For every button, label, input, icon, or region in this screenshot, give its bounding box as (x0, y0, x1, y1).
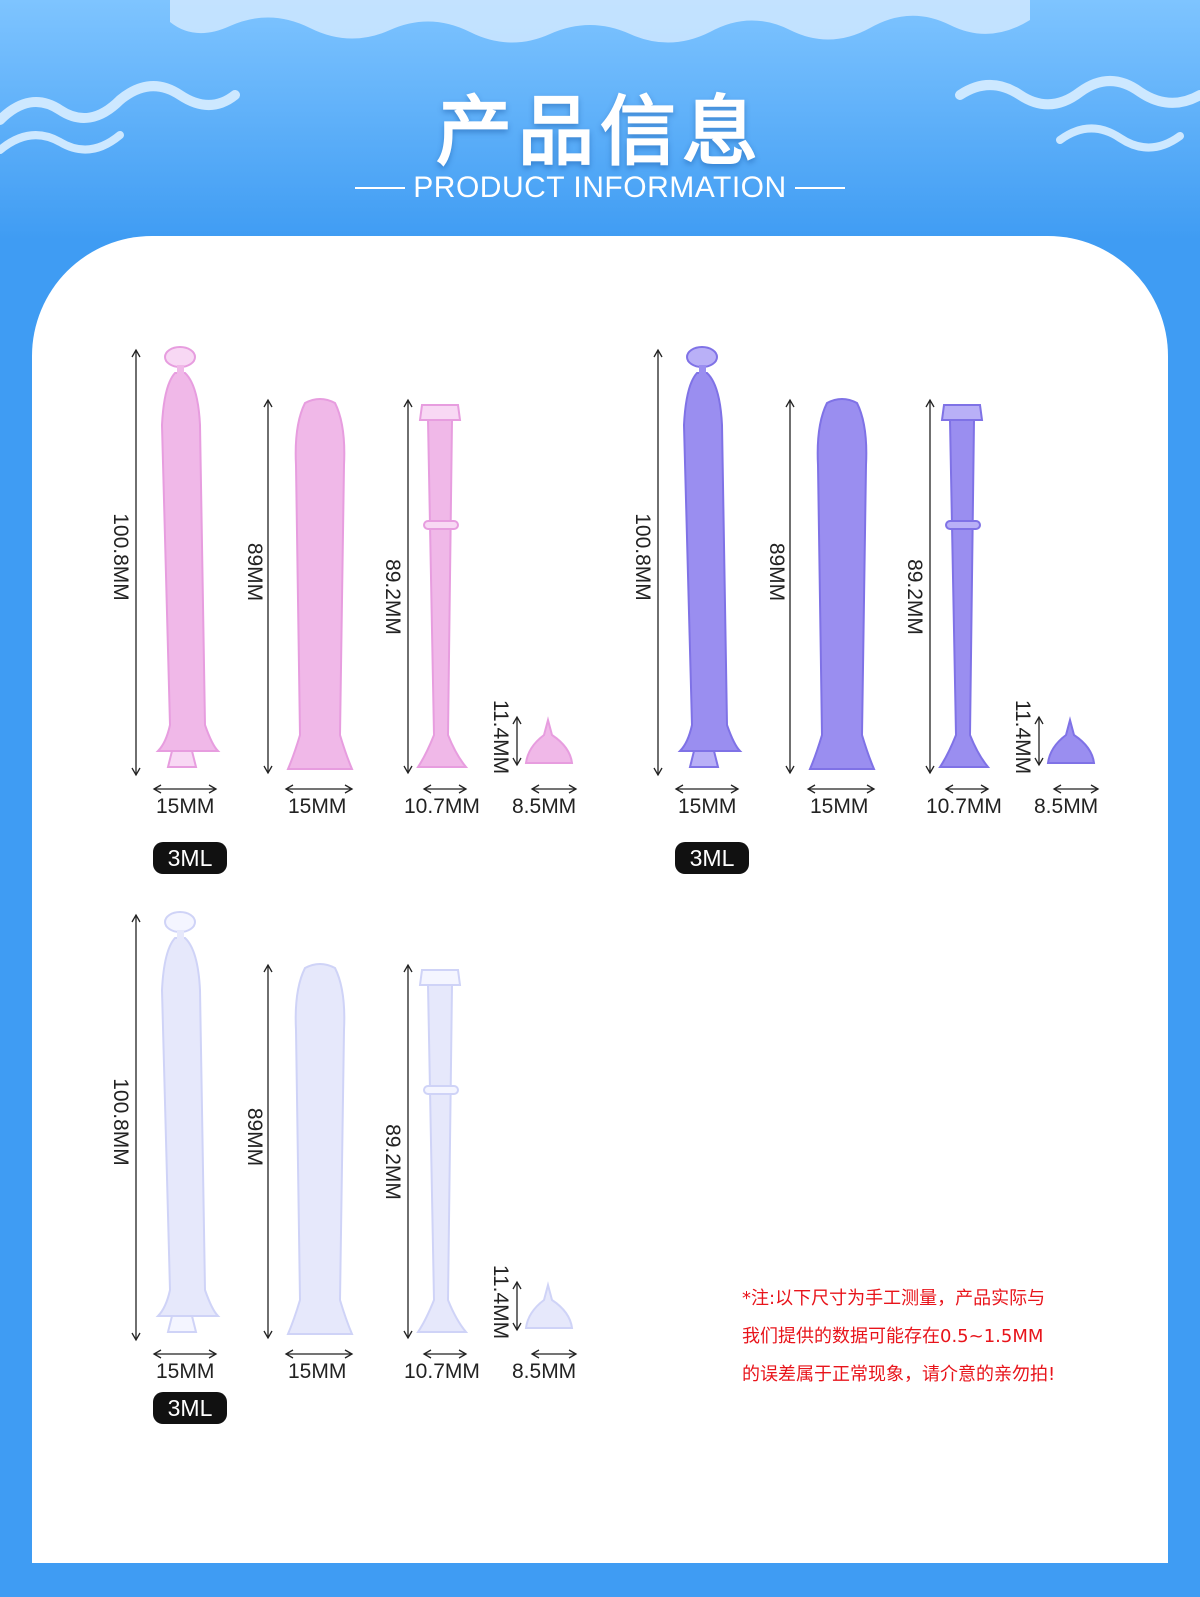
width-label: 8.5MM (512, 1360, 577, 1383)
applicator-base (688, 750, 720, 768)
width-label: 8.5MM (512, 795, 577, 818)
height-label: 100.8MM (631, 513, 654, 601)
product-illustration (131, 346, 578, 794)
plunger-ring (423, 1085, 459, 1095)
height-label: 11.4MM (489, 1264, 512, 1340)
small-cap (524, 1281, 574, 1329)
applicator-base (166, 1315, 198, 1333)
applicator-barrel (286, 398, 354, 770)
header-banner: 产品信息 PRODUCT INFORMATION (0, 0, 1200, 240)
plunger-head (418, 969, 462, 986)
height-label: 100.8MM (109, 513, 132, 601)
plunger-head (940, 404, 984, 421)
applicator-long (155, 937, 221, 1317)
height-label: 11.4MM (489, 699, 512, 775)
capacity-badge: 3ML (675, 842, 749, 874)
applicator-cap (164, 346, 196, 368)
note-line-3: 的误差属于正常现象，请介意的亲勿拍! (742, 1364, 1056, 1385)
content-panel (32, 236, 1168, 1563)
applicator-long (155, 372, 221, 752)
height-label: 89MM (243, 542, 266, 602)
width-label: 15MM (156, 795, 215, 818)
product-illustration (131, 911, 578, 1359)
applicator-cap (164, 911, 196, 933)
applicator-neck (177, 365, 184, 377)
plunger-ring (423, 520, 459, 530)
height-label: 89.2MM (903, 559, 926, 635)
product-group-purple: 100.8MM 89MM 89.2MM 11.4MM 15MM 15MM 10.7MM 8.5… (622, 345, 1122, 885)
height-label: 89MM (243, 1107, 266, 1167)
applicator-neck (699, 365, 706, 377)
width-label: 10.7MM (926, 795, 1002, 818)
width-label: 15MM (156, 1360, 215, 1383)
plunger-rod (938, 419, 991, 768)
plunger-rod (416, 419, 469, 768)
width-label: 10.7MM (404, 1360, 480, 1383)
capacity-badge: 3ML (153, 1392, 227, 1424)
height-label: 100.8MM (109, 1078, 132, 1166)
measurement-note: *注:以下尺寸为手工测量，产品实际与 我们提供的数据可能存在0.5~1.5MM … (742, 1280, 1162, 1394)
subtitle-right-line (794, 187, 845, 189)
note-line-2: 我们提供的数据可能存在0.5~1.5MM (742, 1326, 1044, 1347)
width-label: 15MM (678, 795, 737, 818)
plunger-head (418, 404, 462, 421)
wave-decoration (0, 0, 1200, 240)
small-cap (1046, 716, 1096, 764)
product-illustration (653, 346, 1100, 794)
applicator-long (677, 372, 743, 752)
width-label: 15MM (810, 795, 869, 818)
width-label: 15MM (288, 1360, 347, 1383)
width-label: 10.7MM (404, 795, 480, 818)
width-label: 8.5MM (1034, 795, 1099, 818)
applicator-barrel (808, 398, 876, 770)
height-label: 11.4MM (1011, 699, 1034, 775)
small-cap (524, 716, 574, 764)
applicator-base (166, 750, 198, 768)
page-subtitle: PRODUCT INFORMATION (413, 171, 787, 204)
plunger-rod (416, 984, 469, 1333)
product-group-pink: 100.8MM 89MM 89.2MM 11.4MM 15MM 15MM 10.7MM 8.5… (100, 345, 600, 885)
plunger-ring (945, 520, 981, 530)
subtitle-row: PRODUCT INFORMATION (0, 170, 1200, 206)
applicator-neck (177, 930, 184, 942)
page-title: 产品信息 (436, 87, 764, 176)
applicator-cap (686, 346, 718, 368)
subtitle-left-line (355, 187, 406, 189)
applicator-barrel (286, 963, 354, 1335)
height-label: 89.2MM (381, 559, 404, 635)
capacity-badge: 3ML (153, 842, 227, 874)
product-group-white: 100.8MM 89MM 89.2MM 11.4MM 15MM 15MM 10.7MM 8.5… (100, 910, 600, 1450)
height-label: 89.2MM (381, 1124, 404, 1200)
note-line-1: *注:以下尺寸为手工测量，产品实际与 (742, 1288, 1046, 1309)
width-label: 15MM (288, 795, 347, 818)
height-label: 89MM (765, 542, 788, 602)
